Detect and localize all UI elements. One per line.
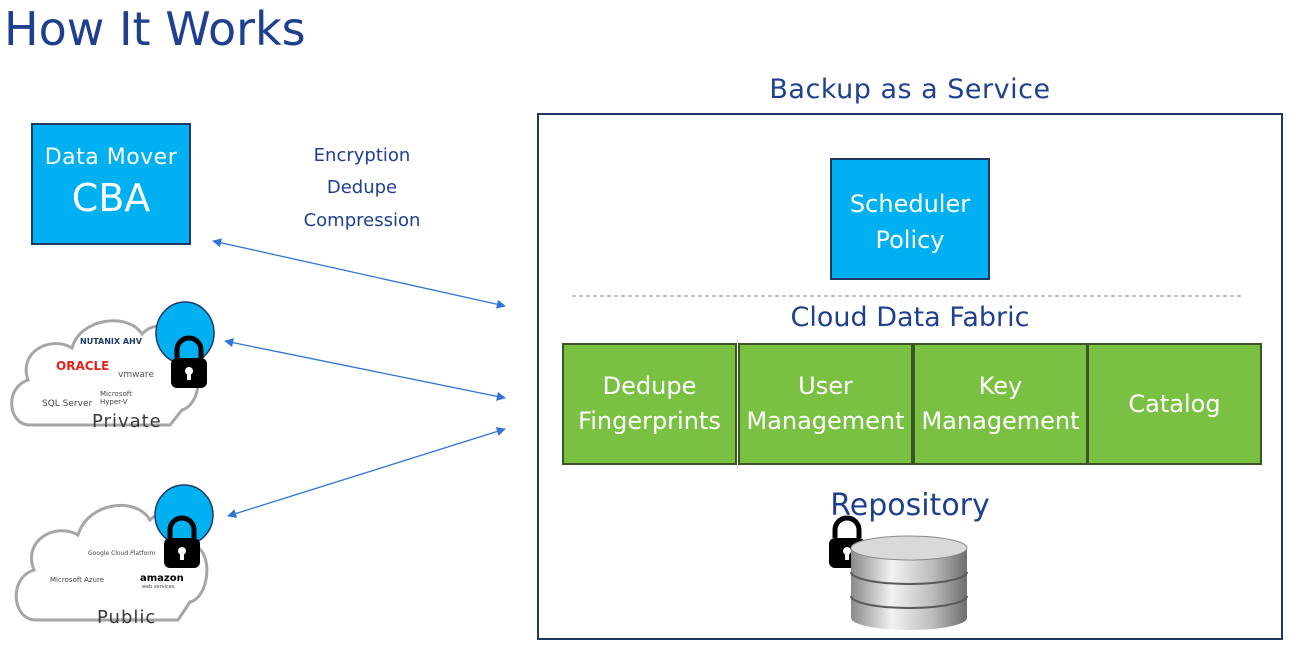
scheduler-label: Scheduler	[849, 190, 971, 218]
logo-hyperv: Microsoft Hyper-V	[100, 390, 132, 406]
logo-google-cloud: Google Cloud Platform	[88, 550, 156, 557]
logo-sql-server: SQL Server	[42, 399, 93, 409]
logo-nutanix: NUTANIX AHV	[80, 337, 142, 346]
module-dedupe-line2: Fingerprints	[578, 407, 721, 435]
lock-icon-private	[171, 335, 207, 388]
data-mover-box: Data Mover CBA	[31, 123, 191, 245]
logo-aws: web services	[142, 584, 175, 590]
module-key-line2: Management	[921, 407, 1080, 435]
public-cloud-icon	[14, 504, 209, 622]
module-user-management: User Management	[738, 343, 913, 465]
baas-title: Backup as a Service	[769, 74, 1051, 105]
module-user-line1: User	[798, 372, 853, 400]
logo-amazon: amazon	[140, 573, 184, 584]
module-user-line2: Management	[746, 407, 905, 435]
module-key-management: Key Management	[913, 343, 1088, 465]
public-badge-circle	[154, 484, 214, 546]
public-cloud-label: Public	[97, 607, 157, 628]
process-encryption: Encryption	[313, 145, 411, 166]
lock-icon-public	[164, 515, 200, 568]
scheduler-policy-box: Scheduler Policy	[830, 158, 990, 280]
module-catalog: Catalog	[1087, 343, 1262, 465]
logo-azure: Microsoft Azure	[50, 576, 105, 584]
arrow-public	[227, 427, 506, 518]
private-badge-circle	[155, 301, 215, 365]
arrow-private	[224, 338, 506, 401]
arrow-cba	[212, 238, 506, 309]
module-dedupe-line1: Dedupe	[602, 372, 697, 400]
database-icon	[850, 535, 968, 630]
fabric-title: Cloud Data Fabric	[790, 302, 1030, 333]
process-dedupe: Dedupe	[326, 177, 398, 198]
policy-label: Policy	[875, 226, 945, 254]
data-mover-label: Data Mover	[44, 145, 178, 170]
private-cloud-label: Private	[92, 411, 162, 432]
repository-label: Repository	[830, 488, 990, 523]
module-catalog-label: Catalog	[1128, 389, 1221, 418]
baas-container	[537, 113, 1283, 640]
logo-vmware: vmware	[118, 370, 155, 380]
logo-oracle: ORACLE	[56, 359, 110, 373]
cba-label: CBA	[71, 176, 151, 220]
module-key-line1: Key	[978, 372, 1023, 400]
process-compression: Compression	[303, 210, 421, 231]
page-title: How It Works	[4, 2, 306, 56]
module-dedupe-fingerprints: Dedupe Fingerprints	[562, 343, 737, 465]
